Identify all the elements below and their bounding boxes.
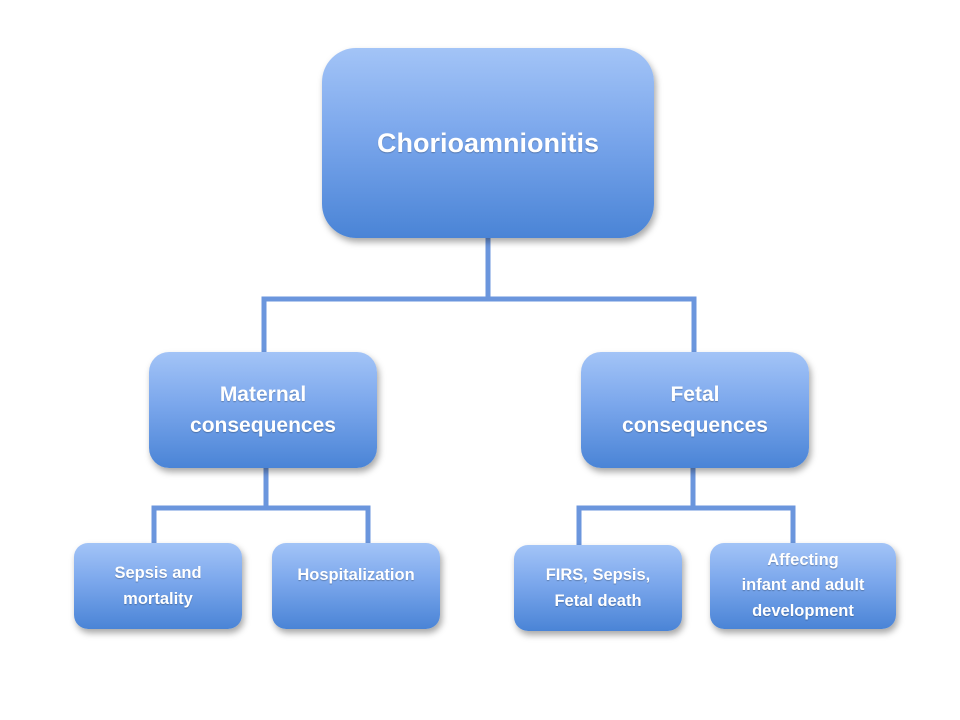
branch-node-fetal-consequences: Fetal consequences	[581, 352, 809, 468]
connector-fetal-to-leaves	[576, 468, 796, 545]
branch-node-maternal-consequences: Maternal consequences	[149, 352, 377, 468]
leaf-node-firs-sepsis-fetal-death: FIRS, Sepsis, Fetal death	[514, 545, 682, 631]
connector-root-to-branches	[261, 238, 697, 352]
root-node-chorioamnionitis: Chorioamnionitis	[322, 48, 654, 238]
leaf-node-affecting-development: Affecting infant and adult development	[710, 543, 896, 629]
leaf-node-hospitalization: Hospitalization	[272, 543, 440, 629]
connector-maternal-to-leaves	[151, 468, 371, 543]
leaf-node-sepsis-and-mortality: Sepsis and mortality	[74, 543, 242, 629]
